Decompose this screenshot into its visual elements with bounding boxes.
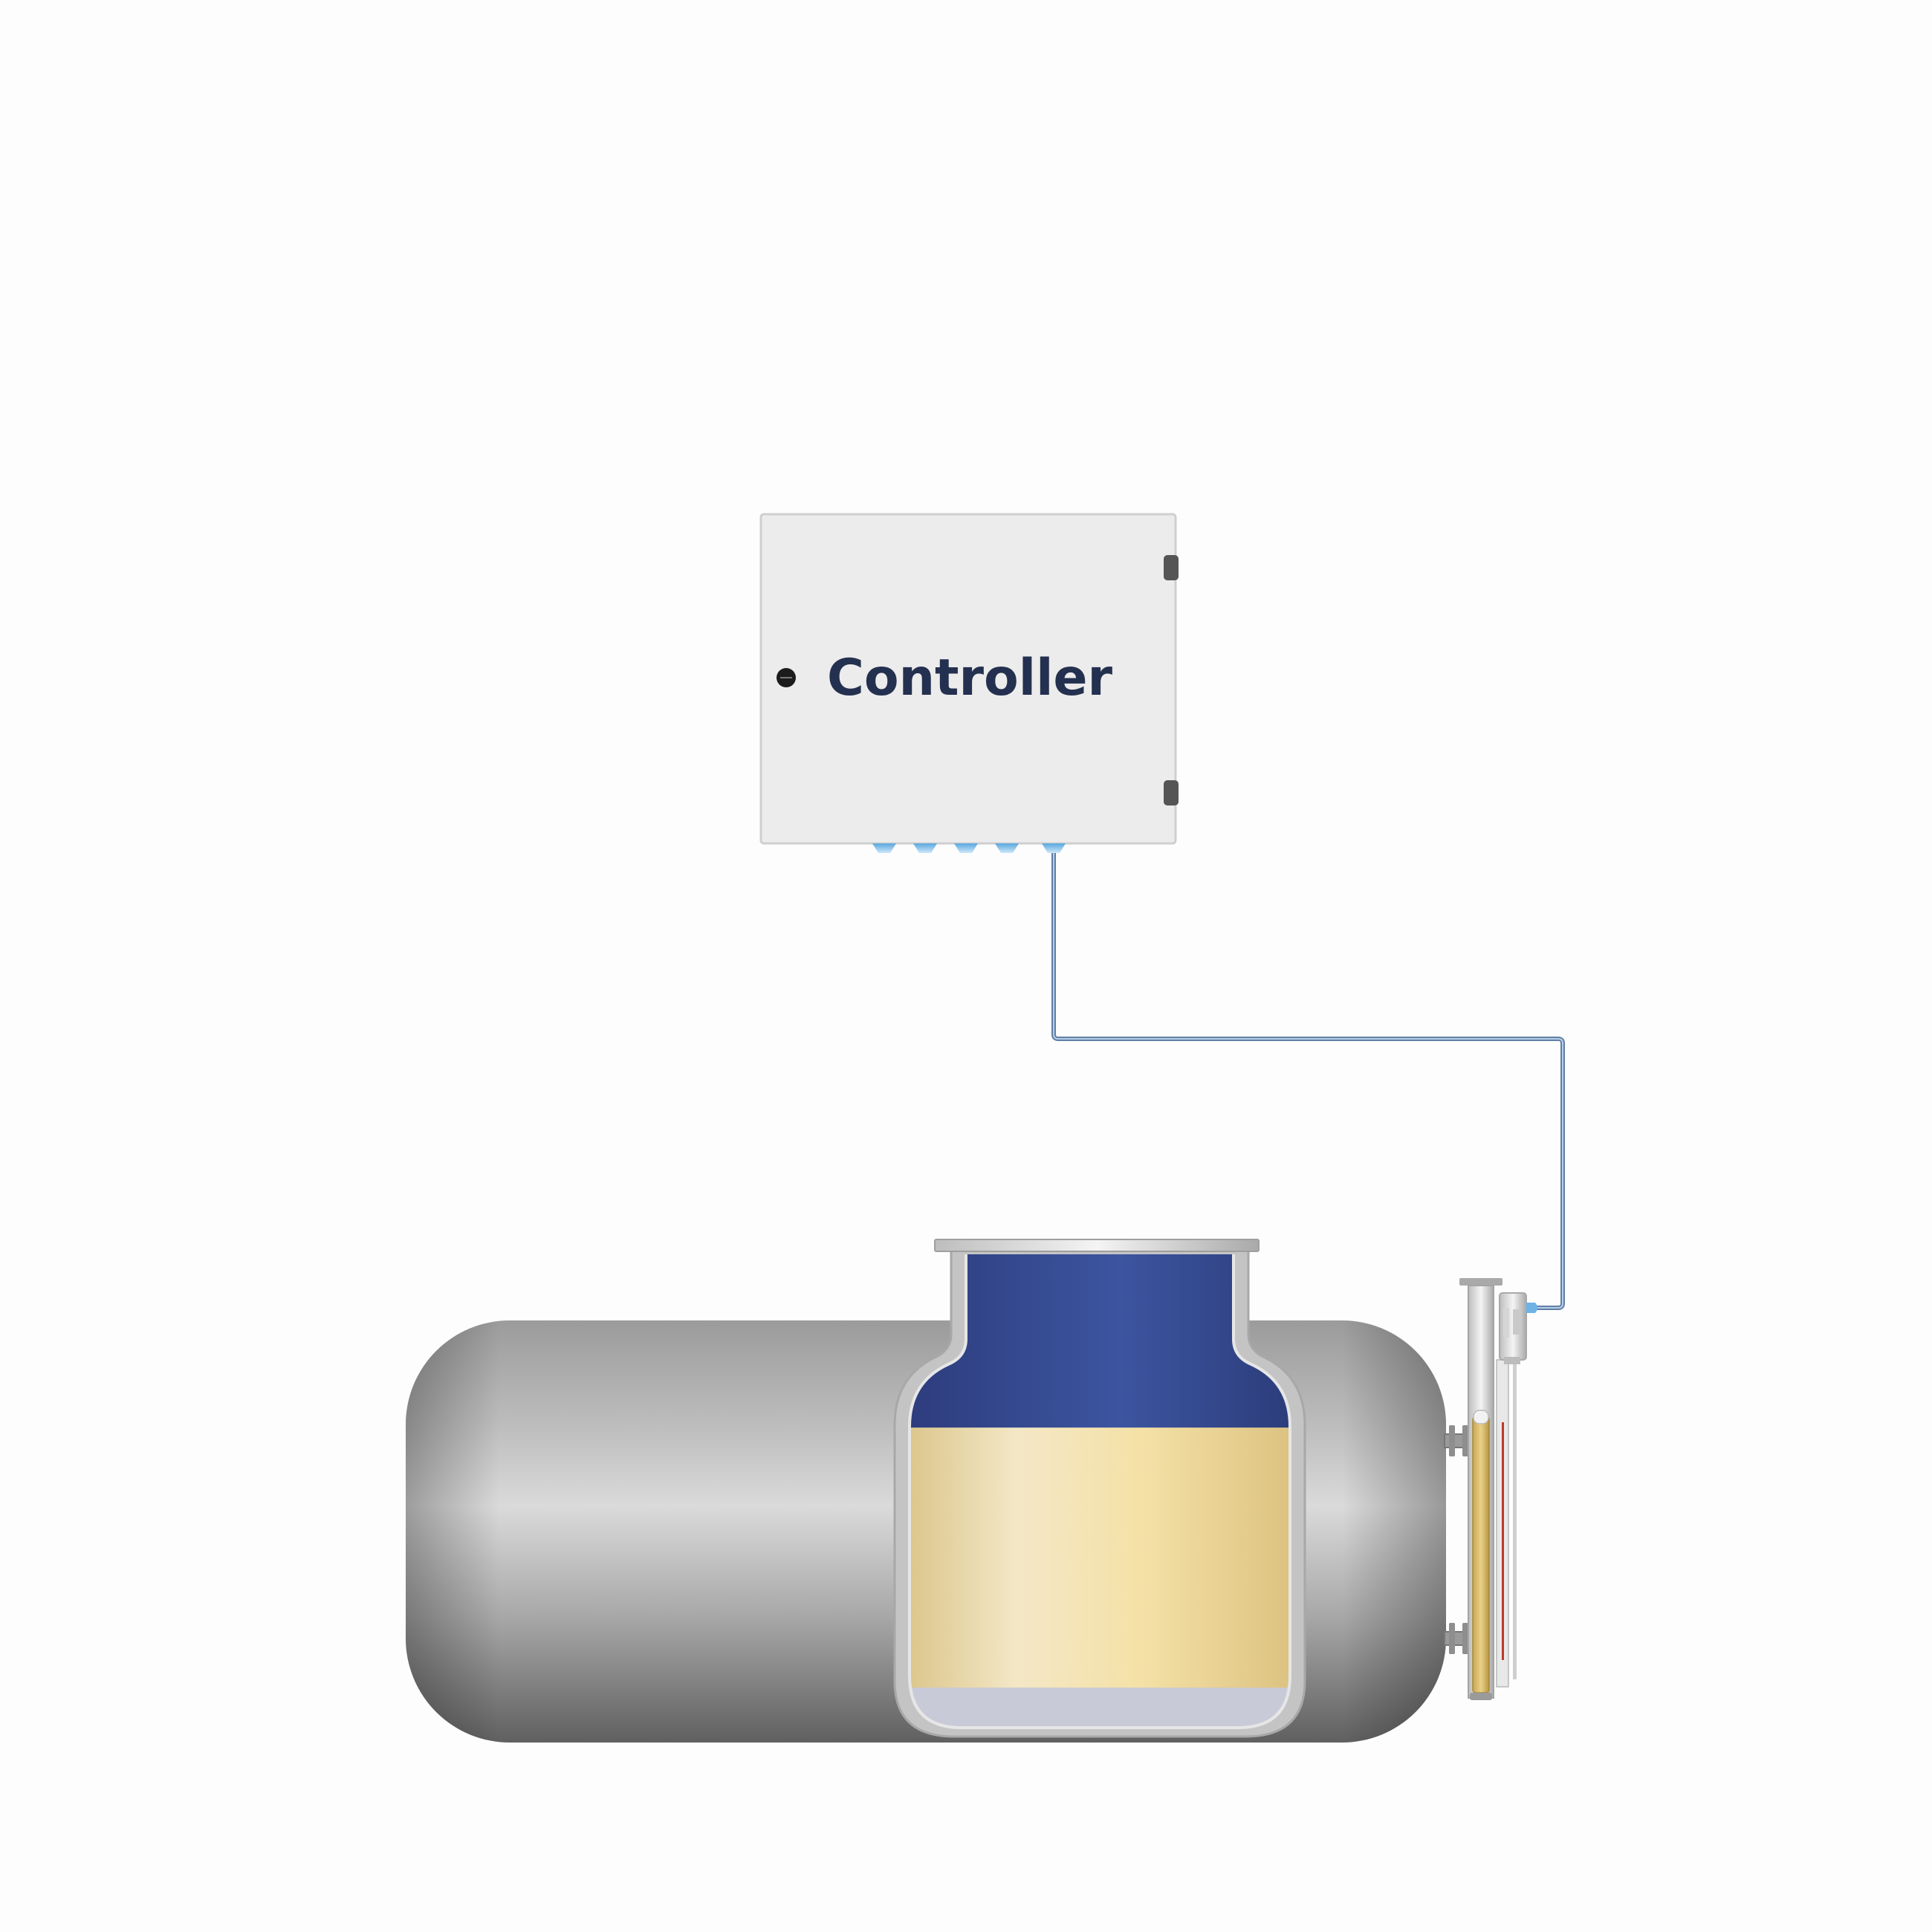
cable-gland xyxy=(954,843,978,853)
tank-nozzle-upper xyxy=(1444,1425,1471,1456)
cable-gland xyxy=(913,843,937,853)
tank-nozzle-lower xyxy=(1444,1623,1471,1654)
cable-gland xyxy=(1042,843,1066,853)
tank-cutaway xyxy=(893,1239,1306,1738)
signal-cable xyxy=(1051,853,1565,1310)
bypass-level-gauge xyxy=(1459,1278,1537,1700)
level-transmitter xyxy=(1499,1292,1527,1364)
manhole-flange xyxy=(934,1239,1260,1252)
cable-gland xyxy=(872,843,896,853)
controller-hinge-top xyxy=(1164,555,1179,580)
controller-hinge-bottom xyxy=(1164,780,1179,805)
gauge-bottom-cap xyxy=(1470,1693,1492,1700)
gauge-float-top xyxy=(1473,1410,1489,1424)
cable-glands xyxy=(872,843,1066,853)
vapor-phase xyxy=(910,1254,1290,1428)
gauge-scale-red-band xyxy=(1502,1422,1504,1660)
storage-tank xyxy=(406,1239,1471,1743)
bottom-layer xyxy=(910,1688,1290,1728)
controller[interactable]: Controller xyxy=(759,513,1179,845)
transmitter-cable-gland xyxy=(1526,1303,1537,1313)
cable-gland xyxy=(995,843,1019,853)
liquid-phase xyxy=(910,1427,1290,1688)
controller-label: Controller xyxy=(827,649,1113,707)
gauge-float-column xyxy=(1472,1416,1490,1693)
gauge-top-flange xyxy=(1459,1278,1503,1286)
gauge-sensor-tube xyxy=(1513,1360,1517,1679)
